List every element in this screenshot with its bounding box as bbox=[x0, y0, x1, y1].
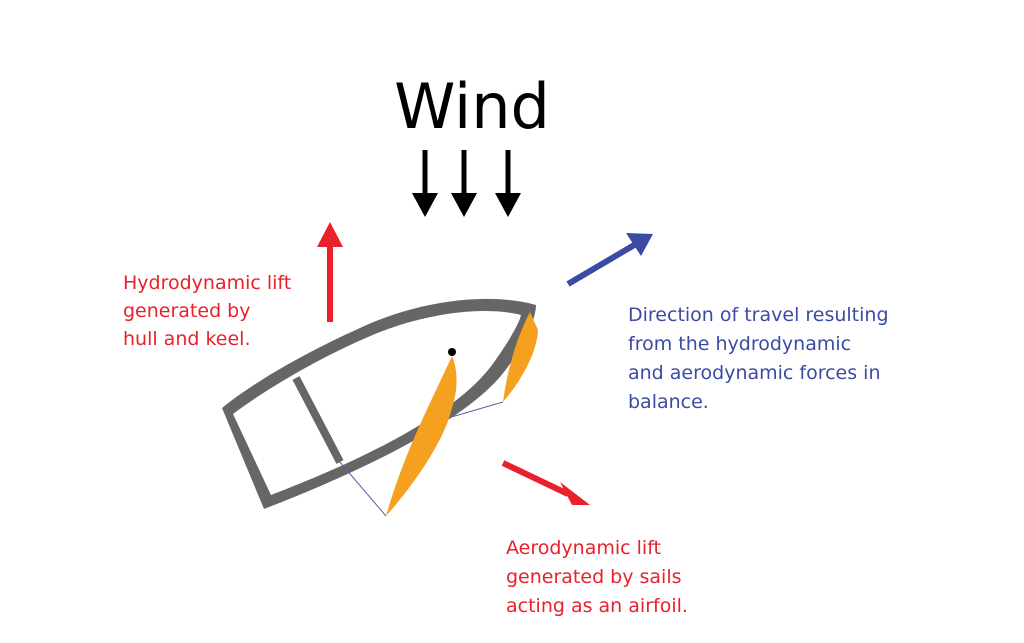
boat bbox=[222, 298, 538, 517]
wind-arrows bbox=[412, 150, 521, 217]
wind-arrow-2 bbox=[451, 150, 477, 217]
wind-title: Wind bbox=[394, 70, 550, 143]
mast bbox=[448, 348, 456, 356]
travel-label-line-2: from the hydrodynamic bbox=[628, 333, 851, 355]
hydrodynamic-lift-arrow bbox=[317, 222, 343, 322]
travel-label-line-1: Direction of travel resulting bbox=[628, 304, 889, 326]
hydrodynamic-label: Hydrodynamic lift generated by hull and … bbox=[123, 272, 297, 350]
rigging bbox=[338, 401, 504, 517]
hydrodynamic-label-line-3: hull and keel. bbox=[123, 328, 251, 350]
boat-thwart bbox=[292, 376, 344, 464]
travel-label-line-4: balance. bbox=[628, 391, 709, 413]
aerodynamic-label-line-1: Aerodynamic lift bbox=[506, 537, 661, 559]
wind-arrow-1 bbox=[412, 150, 438, 217]
hydrodynamic-label-line-1: Hydrodynamic lift bbox=[123, 272, 291, 294]
travel-direction-arrow bbox=[566, 233, 653, 287]
main-sail bbox=[386, 356, 457, 516]
aerodynamic-label: Aerodynamic lift generated by sails acti… bbox=[506, 537, 688, 617]
jib-sail bbox=[503, 312, 538, 402]
aerodynamic-label-line-2: generated by sails bbox=[506, 566, 682, 588]
travel-label-line-3: and aerodynamic forces in bbox=[628, 362, 881, 384]
aerodynamic-label-line-3: acting as an airfoil. bbox=[506, 595, 688, 617]
boat-deck bbox=[233, 310, 521, 495]
wind-arrow-3 bbox=[495, 150, 521, 217]
travel-label: Direction of travel resulting from the h… bbox=[628, 304, 895, 413]
hydrodynamic-label-line-2: generated by bbox=[123, 300, 250, 322]
aerodynamic-lift-arrow bbox=[501, 460, 590, 505]
